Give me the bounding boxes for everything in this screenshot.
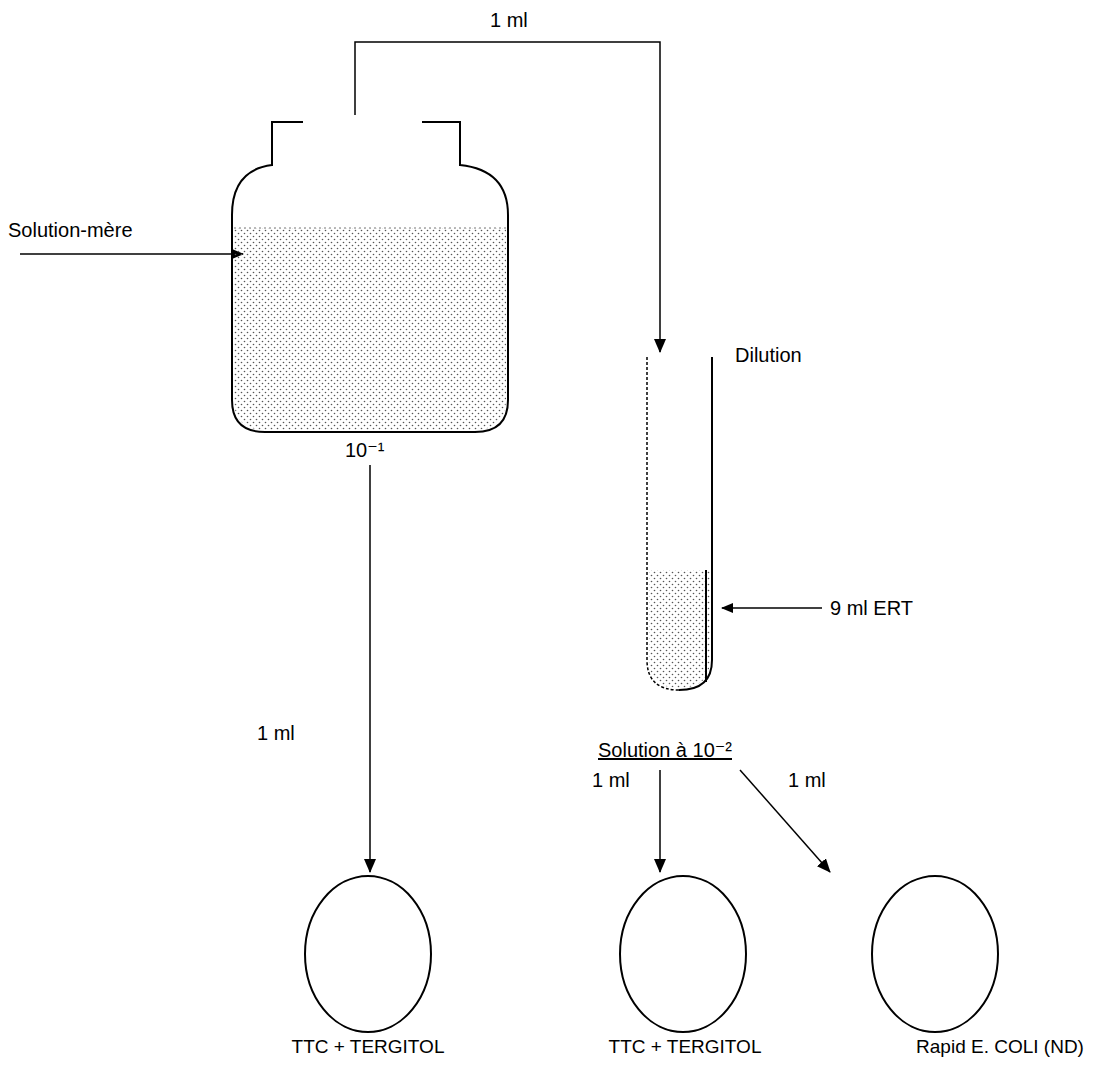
- volume-label: 1 ml: [488, 8, 530, 32]
- dilution-label: Dilution: [735, 343, 802, 367]
- medium-label: TTC + TERGITOL: [292, 1035, 445, 1059]
- pointer-arrow: [20, 253, 243, 255]
- test-tube: Dilution9 ml ERTSolution à 10⁻²: [590, 352, 800, 770]
- volume-label: 1 ml: [255, 721, 297, 745]
- petri-dish-outline: [616, 872, 750, 1036]
- transfer-arrow: [659, 770, 661, 872]
- petri-dish: TTC + TERGITOL: [301, 872, 435, 1061]
- petri-dish-outline: [868, 872, 1002, 1036]
- dilution-factor: 10⁻¹: [345, 438, 384, 462]
- dilution-factor: Solution à 10⁻²: [598, 738, 732, 762]
- medium-label: Rapid E. COLI (ND): [916, 1035, 1084, 1059]
- volume-label: 1 ml: [590, 768, 632, 792]
- diluent-label: 9 ml ERT: [830, 596, 913, 620]
- test-tube-outline: [590, 352, 800, 770]
- transfer-arrow: [369, 465, 371, 872]
- flask: Solution-mère 10⁻¹: [0, 115, 515, 465]
- solution-label: Solution-mère: [8, 218, 133, 242]
- pointer-arrow: [722, 607, 822, 609]
- medium-label: TTC + TERGITOL: [609, 1035, 762, 1059]
- petri-dish-outline: [301, 872, 435, 1036]
- petri-dish: TTC + TERGITOL: [616, 872, 750, 1061]
- volume-label: 1 ml: [786, 768, 828, 792]
- petri-dish: Rapid E. COLI (ND): [868, 872, 1002, 1061]
- flask-outline: [0, 115, 515, 465]
